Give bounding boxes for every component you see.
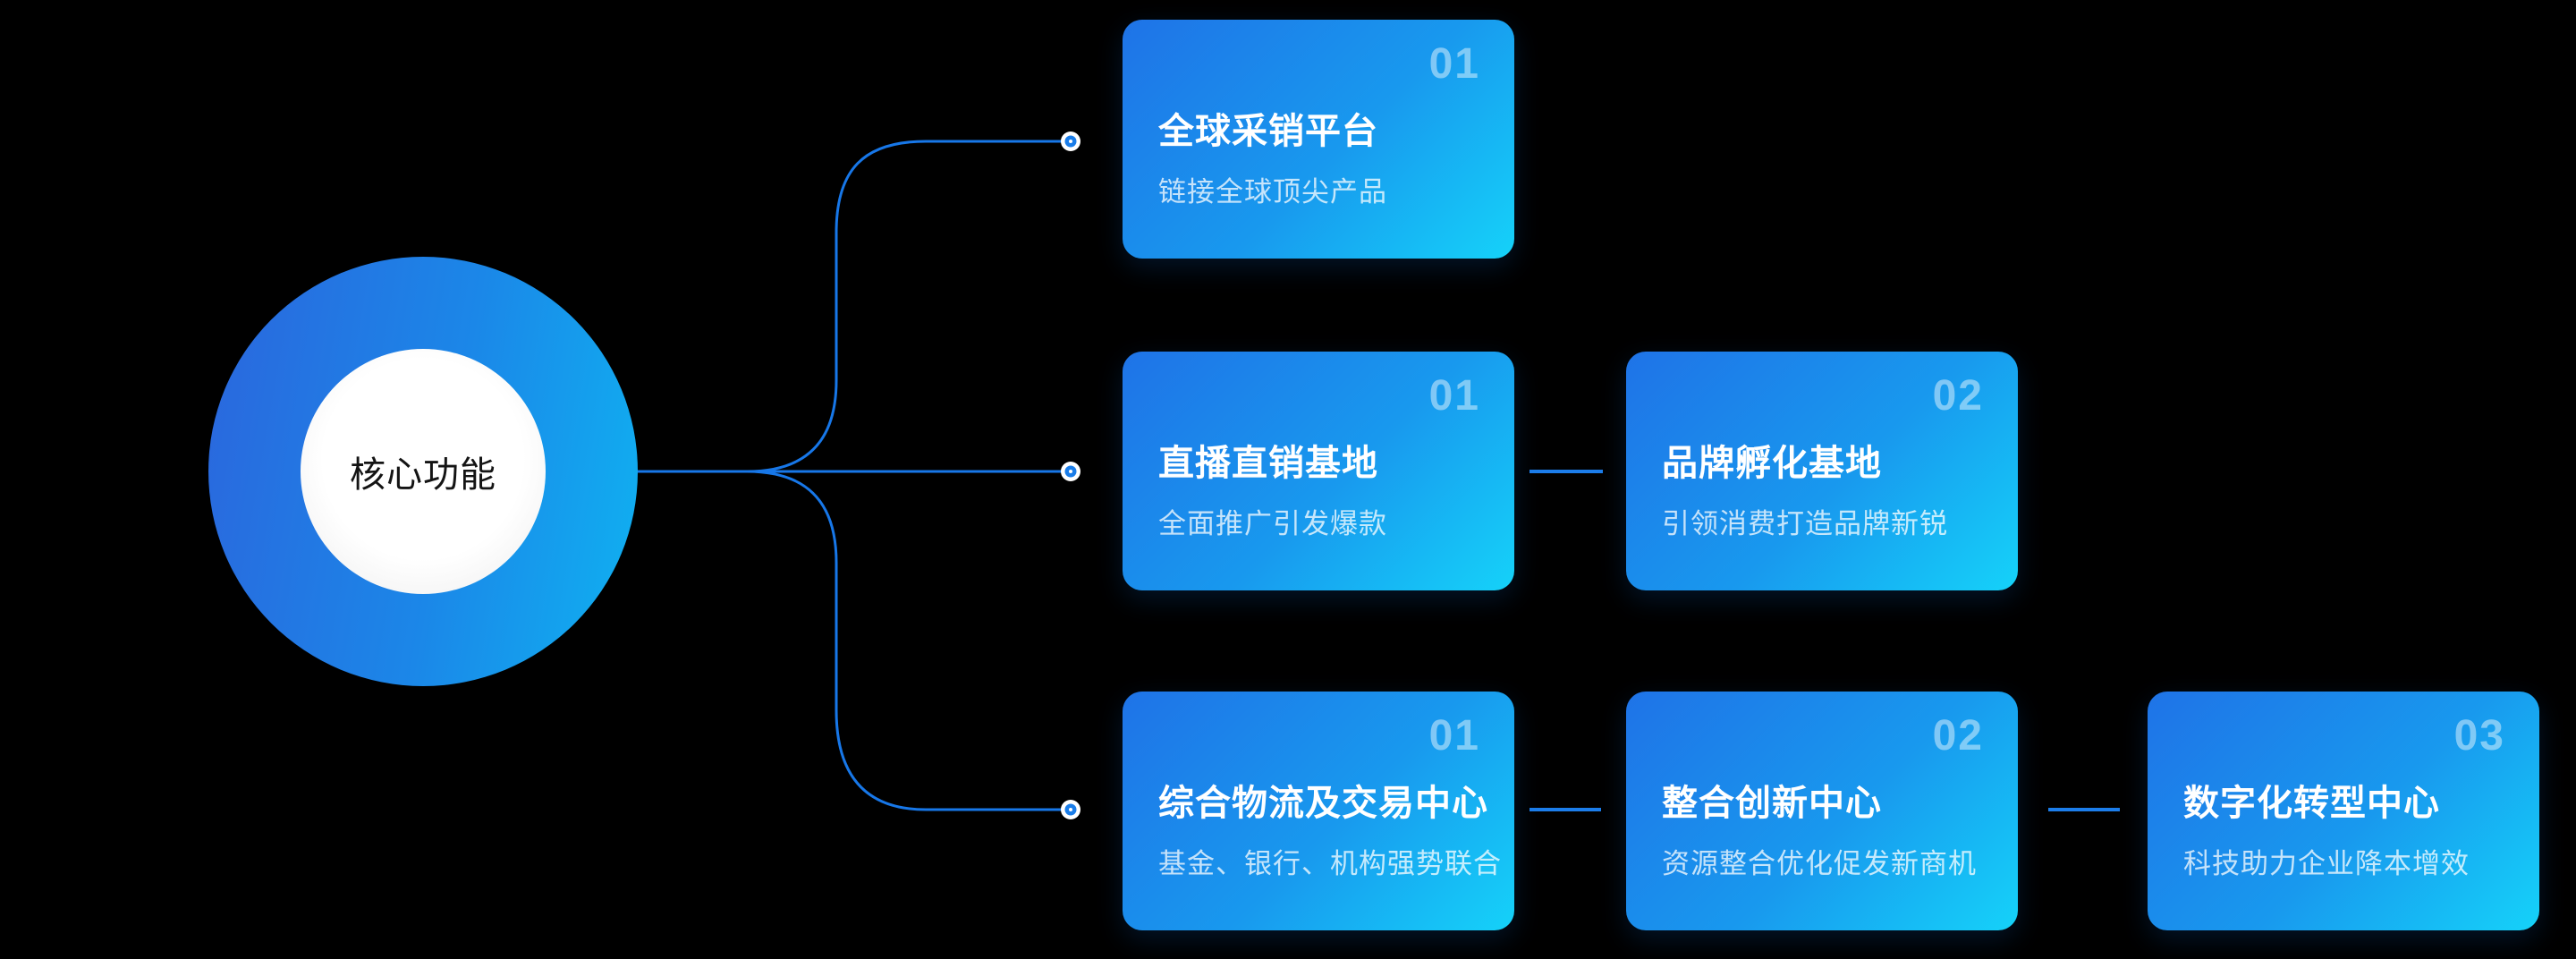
card-title: 整合创新中心 <box>1662 784 1882 823</box>
card-title: 直播直销基地 <box>1158 444 1378 483</box>
card-subtitle: 引领消费打造品牌新锐 <box>1662 508 1948 539</box>
card-subtitle: 链接全球顶尖产品 <box>1158 176 1387 208</box>
card-title: 综合物流及交易中心 <box>1158 784 1488 823</box>
card-subtitle: 全面推广引发爆款 <box>1158 508 1387 539</box>
card-number: 01 <box>1428 372 1480 420</box>
feature-card-livestream-base: 01 直播直销基地 全面推广引发爆款 <box>1123 352 1514 590</box>
connector-line-top <box>746 140 1062 473</box>
connector-dot-row2 <box>1061 462 1080 481</box>
connector-line-bottom <box>746 470 1062 811</box>
feature-card-global-sourcing: 01 全球采销平台 链接全球顶尖产品 <box>1123 20 1514 259</box>
card-number: 01 <box>1428 40 1480 88</box>
card-subtitle: 资源整合优化促发新商机 <box>1662 848 1977 879</box>
feature-card-integration-innovation-center: 02 整合创新中心 资源整合优化促发新商机 <box>1626 692 2018 930</box>
card-title: 品牌孵化基地 <box>1662 444 1882 483</box>
card-subtitle: 基金、银行、机构强势联合 <box>1158 848 1502 879</box>
card-number: 03 <box>2453 712 2505 760</box>
connector-dot-row3 <box>1061 800 1080 819</box>
feature-card-logistics-trade-center: 01 综合物流及交易中心 基金、银行、机构强势联合 <box>1123 692 1514 930</box>
connector-dot-row1 <box>1061 132 1080 151</box>
card-number: 02 <box>1932 372 1984 420</box>
feature-card-brand-incubation: 02 品牌孵化基地 引领消费打造品牌新锐 <box>1626 352 2018 590</box>
card-number: 01 <box>1428 712 1480 760</box>
feature-card-digital-transformation-center: 03 数字化转型中心 科技助力企业降本增效 <box>2148 692 2539 930</box>
card-title: 全球采销平台 <box>1158 112 1378 151</box>
core-hub-circle: 核心功能 <box>301 349 546 594</box>
card-number: 02 <box>1932 712 1984 760</box>
card-subtitle: 科技助力企业降本增效 <box>2183 848 2470 879</box>
core-hub-label: 核心功能 <box>350 455 496 495</box>
card-title: 数字化转型中心 <box>2183 784 2440 823</box>
connector-dots <box>555 132 1080 819</box>
